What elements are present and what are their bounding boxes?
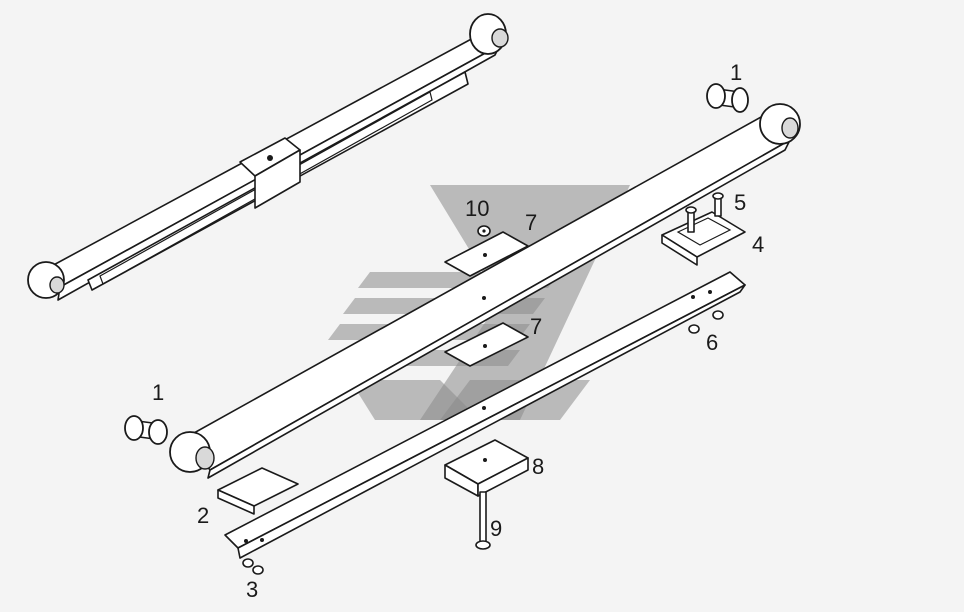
second-leaf: [224, 271, 746, 559]
callout-1-top: 1: [730, 60, 742, 85]
nut-10: [477, 225, 491, 237]
callout-7-mid: 7: [530, 314, 542, 339]
bushing-top: [706, 83, 749, 113]
callout-2: 2: [197, 503, 209, 528]
bushing-left: [124, 415, 168, 445]
spacer-pad: [217, 467, 299, 515]
callout-8: 8: [532, 454, 544, 479]
nuts-3: [242, 558, 264, 575]
pad-top: [444, 231, 529, 277]
clamp-bracket: [661, 211, 746, 266]
callout-4: 4: [752, 232, 764, 257]
callout-5: 5: [734, 190, 746, 215]
main-leaf: [169, 103, 801, 479]
callout-9: 9: [490, 516, 502, 541]
support-block: [444, 439, 529, 497]
callout-6: 6: [706, 330, 718, 355]
centre-holes: [482, 296, 486, 410]
pad-middle: [444, 322, 529, 367]
assembled-leaf-spring: [27, 13, 509, 301]
callout-1-left: 1: [152, 380, 164, 405]
nuts-6: [688, 310, 724, 334]
callout-3: 3: [246, 577, 258, 602]
callout-labels: 1 1 2 3 4 5 6 7 7 8 9 10: [152, 60, 764, 602]
callout-10: 10: [465, 196, 489, 221]
bolts: [685, 192, 724, 233]
centre-bolt: [475, 491, 491, 550]
callout-7-top: 7: [525, 210, 537, 235]
